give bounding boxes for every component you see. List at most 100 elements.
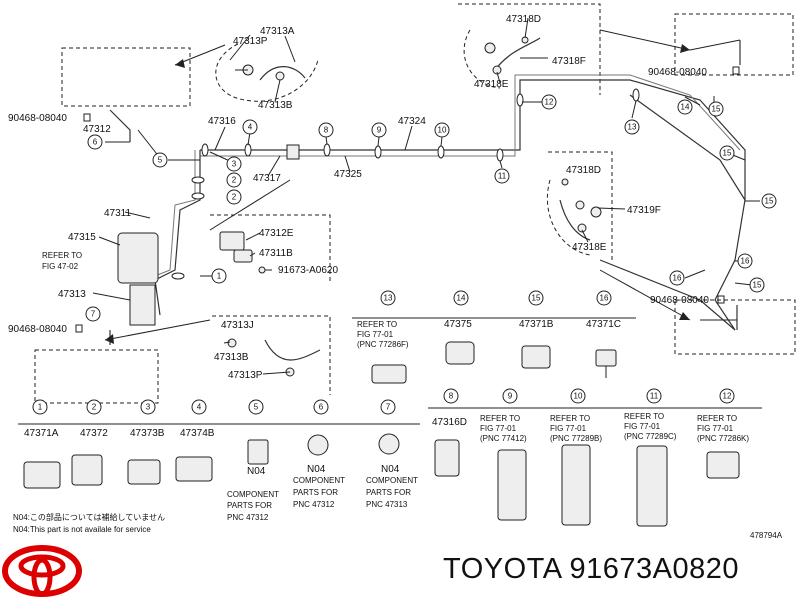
label-47317: 47317 (253, 173, 281, 184)
leader-lines (92, 17, 760, 375)
svg-text:4: 4 (197, 403, 202, 412)
label-47313P-top: 47313P (233, 36, 268, 47)
svg-text:11: 11 (498, 172, 507, 181)
svg-text:12: 12 (545, 98, 554, 107)
label-47311: 47311 (104, 208, 132, 219)
svg-text:47375: 47375 (444, 319, 472, 330)
svg-text:REFER TO: REFER TO (357, 320, 397, 329)
svg-text:47371A: 47371A (24, 428, 59, 439)
svg-text:N04: N04 (307, 464, 326, 475)
label-47315: 47315 (68, 232, 96, 243)
svg-text:REFER TO: REFER TO (550, 414, 590, 423)
svg-text:10: 10 (438, 126, 447, 135)
label-47313J: 47313J (221, 320, 254, 331)
svg-text:47372: 47372 (80, 428, 108, 439)
svg-text:N04: N04 (381, 464, 400, 475)
label-90468-mr: 90468-08040 (650, 295, 709, 306)
svg-text:9: 9 (377, 126, 382, 135)
svg-text:47374B: 47374B (180, 428, 215, 439)
svg-text:FIG 77-01: FIG 77-01 (624, 422, 661, 431)
svg-text:PARTS FOR: PARTS FOR (293, 488, 338, 497)
catalog-bottom: 1 2 3 4 5 6 7 8 9 10 11 12 47371A 47372 … (18, 388, 762, 527)
svg-text:(PNC 77289C): (PNC 77289C) (624, 432, 677, 441)
bolt-icon (258, 36, 569, 274)
svg-text:(PNC 77286F): (PNC 77286F) (357, 340, 409, 349)
label-47318D-top: 47318D (506, 14, 541, 25)
svg-text:7: 7 (91, 310, 96, 319)
label-47318D-mid: 47318D (566, 165, 601, 176)
svg-text:(PNC 77286K): (PNC 77286K) (697, 434, 749, 443)
svg-text:7: 7 (386, 403, 391, 412)
body-outlines (34, 3, 796, 404)
svg-text:PARTS FOR: PARTS FOR (366, 488, 411, 497)
pipe-rings (171, 88, 640, 280)
label-47313B-mid: 47313B (214, 352, 249, 363)
label-47311B: 47311B (259, 248, 293, 259)
label-refer-47-line1: REFER TO (42, 251, 82, 260)
svg-text:(PNC 77412): (PNC 77412) (480, 434, 527, 443)
svg-text:8: 8 (449, 392, 454, 401)
label-47313P-mid: 47313P (228, 370, 263, 381)
svg-text:FIG 77-01: FIG 77-01 (480, 424, 517, 433)
svg-text:2: 2 (92, 403, 97, 412)
svg-text:2: 2 (232, 176, 237, 185)
label-47318E-mid: 47318E (572, 242, 607, 253)
svg-text:3: 3 (146, 403, 151, 412)
svg-text:12: 12 (723, 392, 732, 401)
label-47325: 47325 (334, 169, 362, 180)
label-47318F-top: 47318F (552, 56, 586, 67)
svg-text:15: 15 (753, 281, 762, 290)
svg-text:1: 1 (217, 272, 222, 281)
label-90468-ml: 90468-08040 (8, 324, 67, 335)
svg-text:PARTS FOR: PARTS FOR (227, 501, 272, 510)
svg-text:16: 16 (741, 257, 750, 266)
catalog-top: 13 14 15 16 REFER TO FIG 77-01 (PNC 7728… (352, 290, 636, 384)
svg-text:1: 1 (38, 403, 43, 412)
svg-text:5: 5 (254, 403, 259, 412)
svg-text:(PNC 77289B): (PNC 77289B) (550, 434, 602, 443)
svg-text:15: 15 (723, 149, 732, 158)
label-47312E: 47312E (259, 228, 294, 239)
svg-text:11: 11 (650, 392, 659, 401)
svg-text:15: 15 (712, 105, 721, 114)
svg-text:14: 14 (681, 103, 690, 112)
label-47313B-top: 47313B (258, 100, 293, 111)
svg-text:N04: N04 (247, 466, 266, 477)
svg-text:PNC 47313: PNC 47313 (366, 500, 408, 509)
svg-text:3: 3 (232, 160, 237, 169)
svg-text:REFER TO: REFER TO (697, 414, 737, 423)
svg-text:16: 16 (673, 274, 682, 283)
svg-text:13: 13 (628, 123, 637, 132)
reference-arrows (104, 29, 691, 344)
svg-text:16: 16 (600, 294, 609, 303)
label-refer-47-line2: FIG 47-02 (42, 262, 79, 271)
svg-text:REFER TO: REFER TO (480, 414, 520, 423)
svg-text:9: 9 (508, 392, 513, 401)
svg-text:COMPONENT: COMPONENT (227, 490, 279, 499)
svg-text:47373B: 47373B (130, 428, 165, 439)
svg-text:FIG 77-01: FIG 77-01 (550, 424, 587, 433)
toyota-logo-icon (2, 545, 82, 597)
svg-text:PNC 47312: PNC 47312 (293, 500, 335, 509)
part-labels: 47313A 47313P 47313B 47318D 47318F 47318… (8, 14, 709, 381)
svg-text:15: 15 (532, 294, 541, 303)
svg-text:47371B: 47371B (519, 319, 554, 330)
svg-text:4: 4 (248, 123, 253, 132)
label-47313: 47313 (58, 289, 86, 300)
svg-text:6: 6 (93, 138, 98, 147)
label-90468-tr: 90468-08040 (648, 67, 707, 78)
svg-text:47371C: 47371C (586, 319, 621, 330)
label-47312: 47312 (83, 124, 111, 135)
footnote-en: N04:This part is not availale for servic… (13, 525, 151, 534)
diagram-id: 478794A (750, 531, 783, 540)
svg-text:2: 2 (232, 193, 237, 202)
label-47313A: 47313A (260, 26, 295, 37)
hose-icon (259, 37, 591, 361)
footnote-jp: N04:この部品については補給していません (13, 512, 165, 522)
label-47319F: 47319F (627, 205, 661, 216)
svg-text:10: 10 (574, 392, 583, 401)
svg-text:6: 6 (319, 403, 324, 412)
svg-text:FIG 77-01: FIG 77-01 (357, 330, 394, 339)
